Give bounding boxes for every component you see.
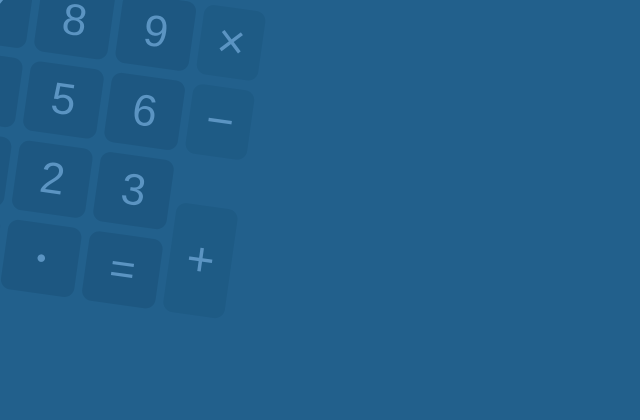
key-7: 7: [0, 0, 35, 50]
key-9-label: 9: [140, 5, 172, 58]
key-6: 6: [103, 71, 187, 152]
key-9: 9: [114, 0, 198, 73]
key-3: 3: [92, 150, 176, 231]
key-4: 4: [0, 48, 24, 129]
key-2: 2: [10, 139, 94, 220]
key-7-label: 7: [0, 0, 9, 35]
decimal-point-icon: •: [34, 241, 49, 274]
key-5-label: 5: [47, 73, 80, 126]
key-multiply: ×: [195, 3, 267, 82]
minus-icon: −: [202, 93, 238, 150]
key-5: 5: [21, 60, 105, 140]
key-6-label: 6: [129, 84, 161, 137]
key-minus: −: [184, 83, 256, 161]
key-8: 8: [33, 0, 117, 61]
key-decimal: •: [0, 218, 83, 299]
key-8-label: 8: [59, 0, 91, 47]
equals-icon: =: [106, 243, 139, 296]
key-equals: =: [80, 230, 164, 310]
key-2-label: 2: [36, 152, 68, 205]
key-3-label: 3: [118, 164, 150, 217]
key-plus: +: [162, 201, 239, 320]
plus-icon: +: [182, 231, 219, 289]
multiply-icon: ×: [213, 14, 249, 71]
key-1: 1: [0, 128, 13, 208]
calculator-keypad-graphic: 7 8 9 × 4 5 6 − 1 2 3 + 0 • =: [0, 0, 298, 373]
